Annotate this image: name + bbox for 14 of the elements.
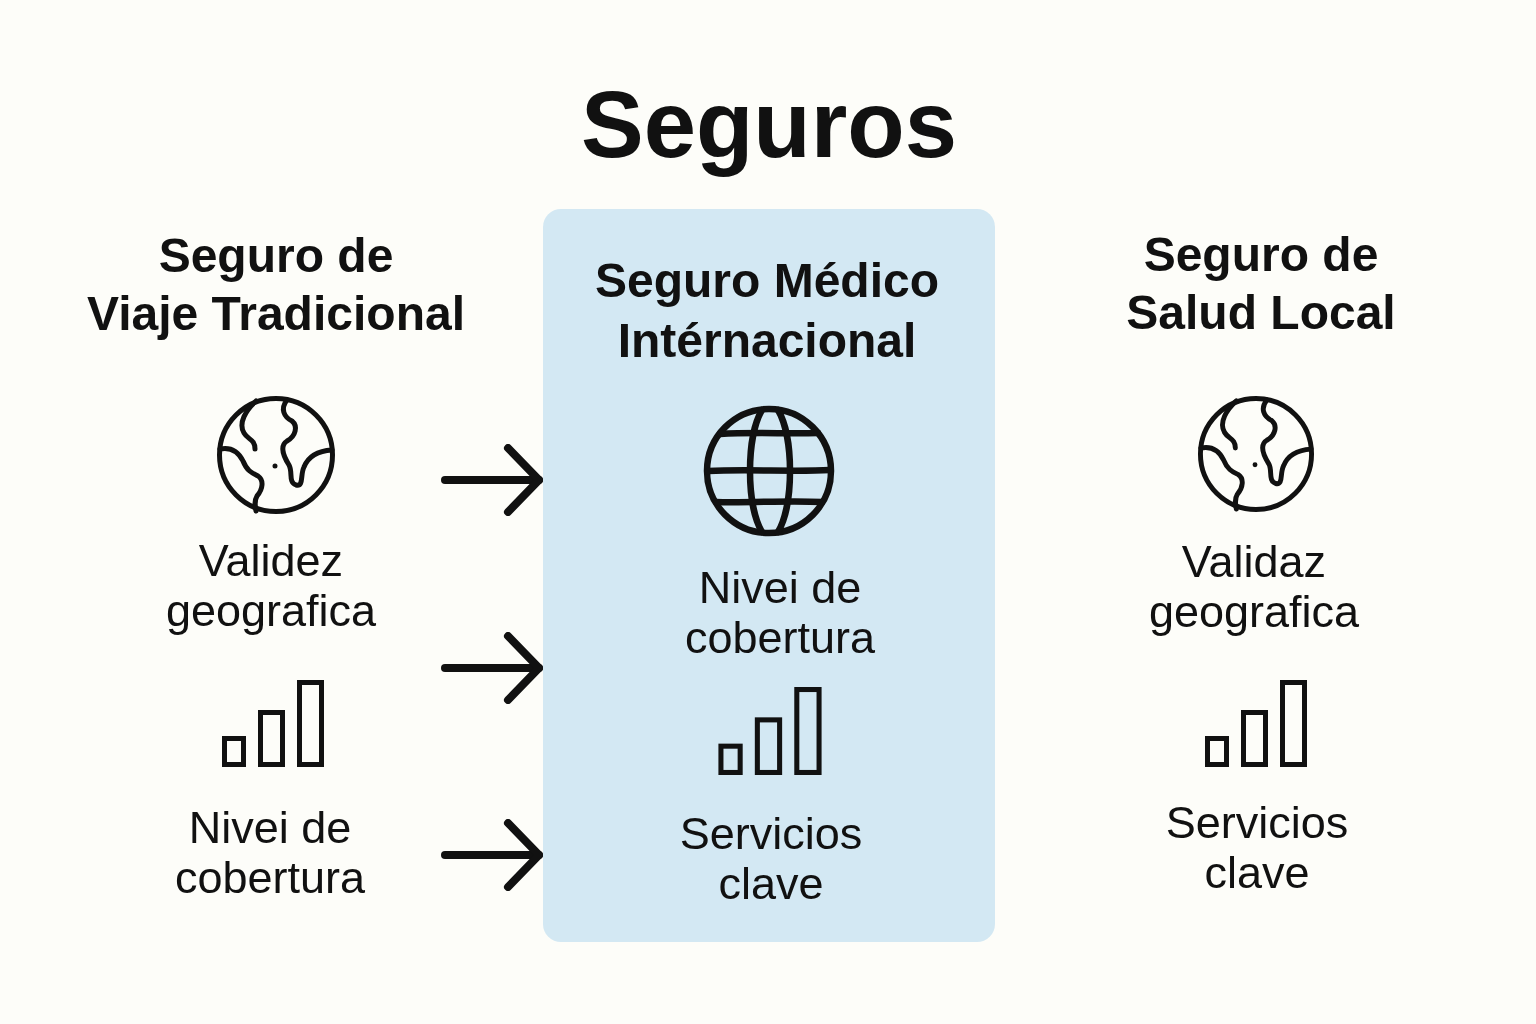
feature-text: Nivei de cobertura bbox=[174, 803, 366, 903]
column-heading: Seguro de Viaje Tradicional bbox=[87, 228, 465, 342]
column-heading: Seguro de Salud Local bbox=[1126, 227, 1396, 341]
panel-heading: Seguro Médico Intérnacional bbox=[595, 253, 939, 369]
title: Seguros bbox=[580, 71, 958, 179]
arrow bbox=[441, 444, 543, 516]
feature-text: Validaz geografica bbox=[1148, 537, 1360, 637]
highlight-panel bbox=[543, 209, 995, 942]
arrow bbox=[441, 819, 543, 891]
feature-text: Servicios clave bbox=[679, 809, 863, 909]
arrow bbox=[441, 632, 543, 704]
feature-text: Servicios clave bbox=[1165, 798, 1349, 898]
feature-text: Nivei de cobertura bbox=[684, 563, 876, 663]
feature-text: Validez geografica bbox=[165, 536, 377, 636]
